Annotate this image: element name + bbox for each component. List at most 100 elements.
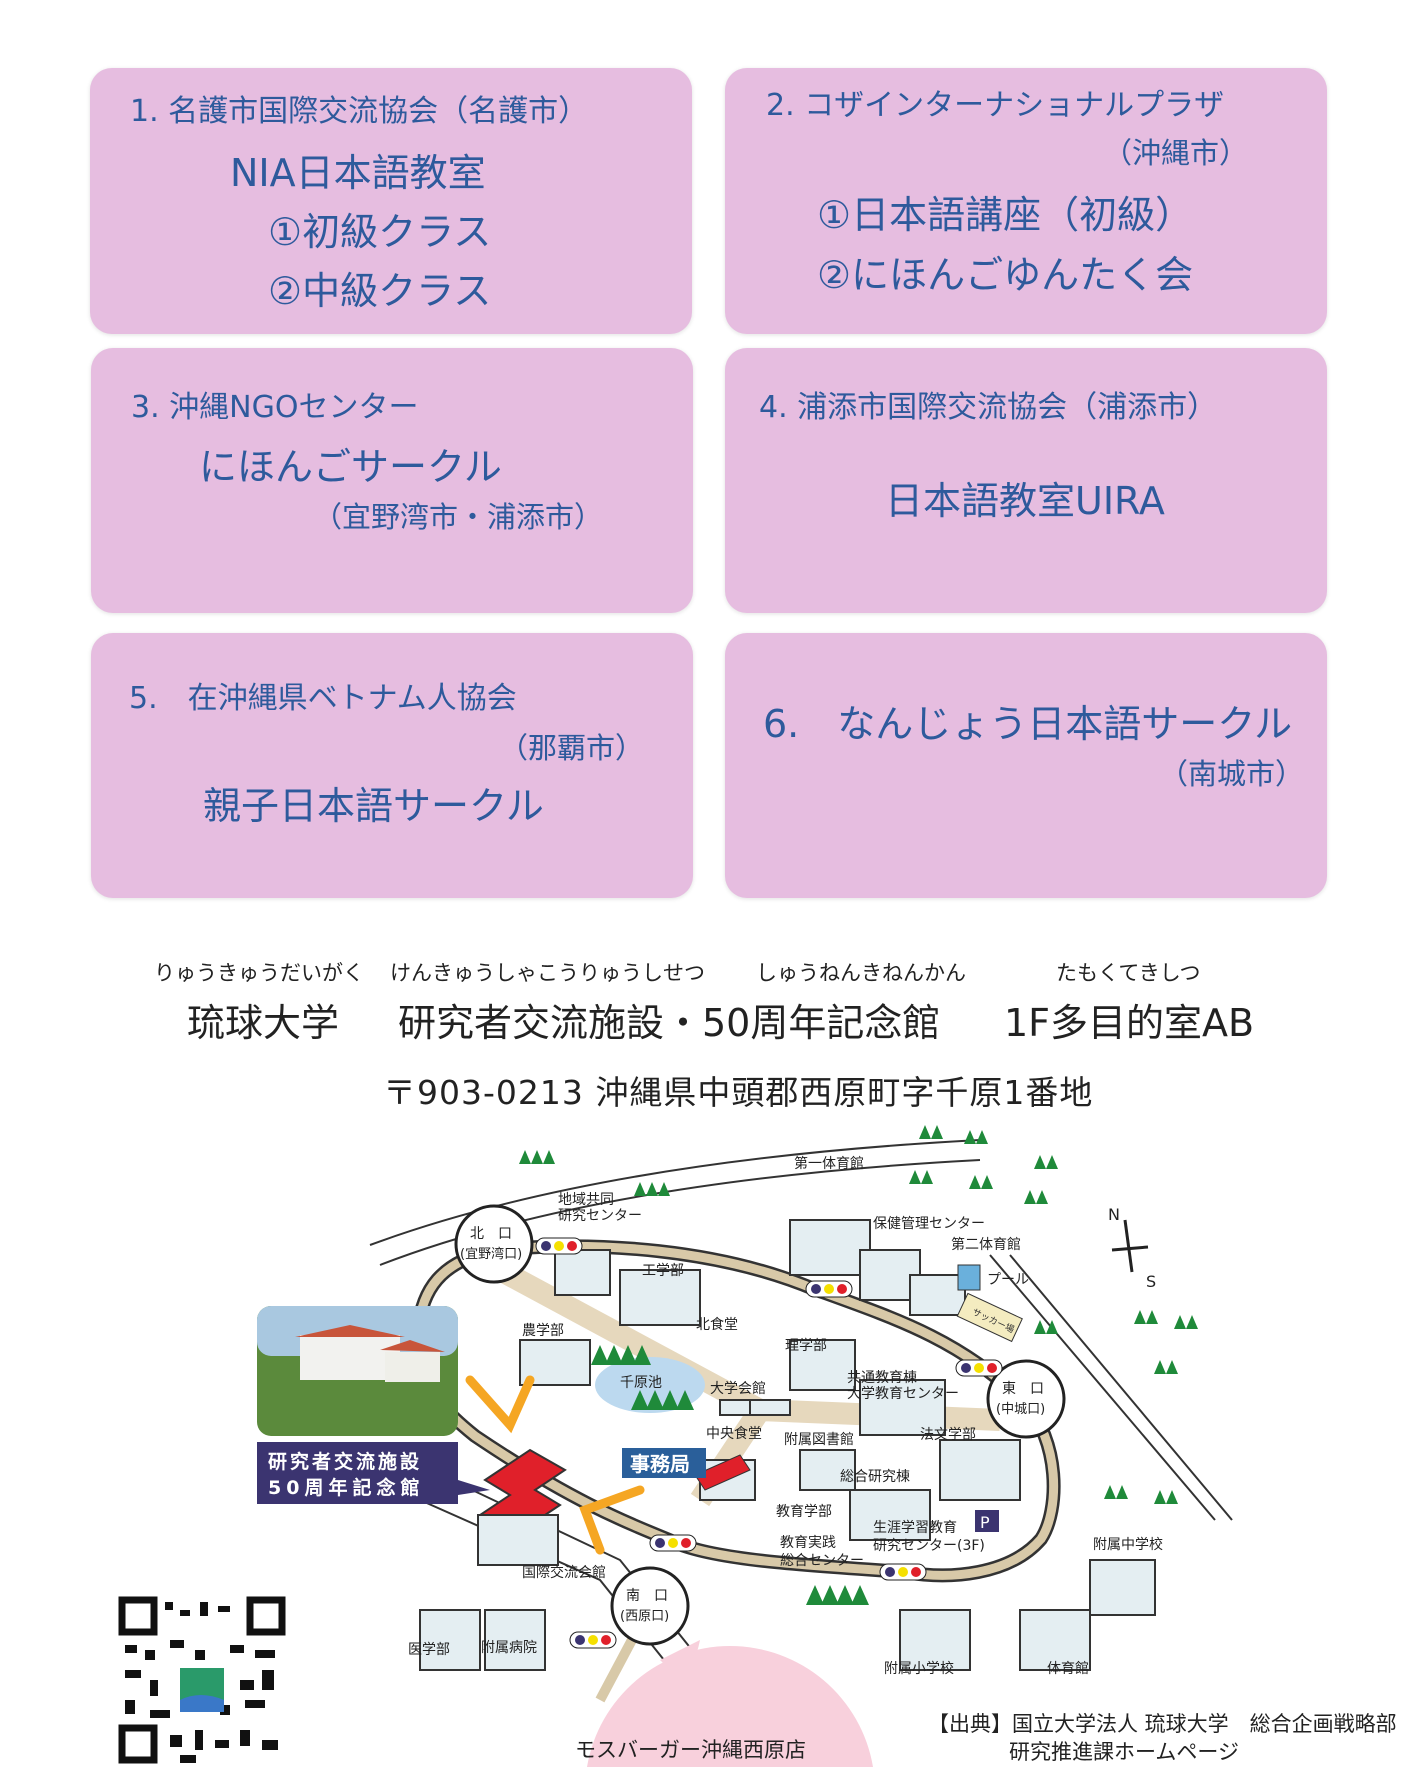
venue-room: 1F多目的室AB (1004, 1001, 1255, 1045)
parking-label: P (980, 1513, 990, 1532)
map-label: プール (987, 1272, 1029, 1288)
map-label: 国際交流会館 (522, 1564, 606, 1581)
map-label: 北食堂 (696, 1316, 738, 1333)
highlight-label: 研究者交流施設 (268, 1450, 422, 1473)
card-2: 2. コザインターナショナルプラザ （沖縄市） ①日本語講座（初級） ②にほんご… (725, 68, 1327, 334)
card-line: 親子日本語サークル (203, 784, 544, 828)
gate-south: 南 口 (西原口) (610, 1566, 690, 1646)
gate-name: 南 口 (626, 1588, 668, 1604)
highlight-label: 50周年記念館 (268, 1476, 424, 1499)
credit-line-2: 研究推進課ホームページ (1009, 1740, 1239, 1764)
gate-east: 東 口 (中城口) (986, 1359, 1066, 1439)
furigana: たもくてきしつ (1056, 961, 1201, 985)
buildings (419, 1219, 1156, 1671)
gate-name: 東 口 (1002, 1381, 1044, 1397)
nearby-label: モスバーガー沖縄西原店 (575, 1738, 806, 1762)
card-heading: 5. 在沖縄県ベトナム人協会 (129, 681, 517, 716)
card-1: 1. 名護市国際交流協会（名護市） NIA日本語教室 ①初級クラス ②中級クラス (90, 68, 692, 334)
arrow-icon (579, 1485, 645, 1555)
card-heading: 2. コザインターナショナルプラザ (766, 88, 1225, 123)
speech-bubble-body (587, 1646, 873, 1767)
card-line: ②中級クラス (268, 269, 492, 313)
gate-north: 北 口 (宜野湾口) (454, 1204, 534, 1284)
target-building (478, 1448, 567, 1537)
card-3: 3. 沖縄NGOセンター にほんごサークル （宜野湾市・浦添市） (91, 348, 693, 613)
card-5: 5. 在沖縄県ベトナム人協会 （那覇市） 親子日本語サークル (91, 633, 693, 898)
card-city: （南城市） (1159, 757, 1305, 791)
card-city: （那覇市） (499, 731, 645, 765)
office-label: 事務局 (630, 1452, 690, 1476)
map-label: 研究センター(3F) (873, 1538, 985, 1554)
venue-building: 研究者交流施設・50周年記念館 (398, 1001, 941, 1045)
pool (957, 1264, 981, 1291)
map-label: 千原池 (620, 1375, 662, 1391)
map-labels: 第一体育館 保健管理センター 第二体育館 プール 地域共同 研究センター 工学部… (408, 1155, 1163, 1677)
venue-university: 琉球大学 (187, 1001, 340, 1045)
gate-sub: (中城口) (996, 1402, 1045, 1417)
highlight-label-pointer (458, 1480, 490, 1495)
credit-line-1: 【出典】国立大学法人 琉球大学 総合企画戦略部 (928, 1712, 1397, 1736)
gate-name: 北 口 (470, 1226, 512, 1242)
map-label: 農学部 (522, 1323, 564, 1339)
card-heading: 3. 沖縄NGOセンター (131, 390, 419, 425)
map-label: 中央食堂 (706, 1425, 762, 1442)
card-city: （沖縄市） (1103, 136, 1249, 170)
tree-icon (519, 1125, 1198, 1605)
card-line: ①初級クラス (268, 210, 492, 254)
gate-sub: (西原口) (620, 1609, 669, 1624)
card-heading: 4. 浦添市国際交流協会（浦添市） (759, 390, 1218, 425)
map-label: 研究センター (558, 1208, 642, 1224)
map-label: 第一体育館 (794, 1155, 864, 1172)
card-6: 6. なんじょう日本語サークル （南城市） (725, 633, 1327, 898)
map-label: 体育館 (1047, 1660, 1089, 1677)
building-photo (257, 1306, 458, 1436)
card-4: 4. 浦添市国際交流協会（浦添市） 日本語教室UIRA (725, 348, 1327, 613)
map-label: 教育実践 (780, 1535, 836, 1551)
highlight-label-bg (257, 1442, 458, 1504)
office-building (694, 1454, 751, 1491)
map-label: 医学部 (408, 1642, 450, 1658)
map-label: 生涯学習教育 (873, 1520, 957, 1536)
card-heading: 6. なんじょう日本語サークル (763, 702, 1293, 746)
address: 〒903-0213 沖縄県中頭郡西原町字千原1番地 (383, 1073, 1094, 1112)
outer-road (369, 1139, 981, 1266)
map-label: 保健管理センター (873, 1216, 985, 1232)
map-label: 法文学部 (920, 1427, 976, 1443)
map-label: 附属中学校 (1093, 1536, 1163, 1553)
office-label-bg (622, 1448, 706, 1478)
compass-n: N (1108, 1205, 1120, 1224)
card-line: 日本語教室UIRA (885, 479, 1165, 523)
card-line: NIA日本語教室 (230, 151, 486, 195)
target-building-base (477, 1514, 559, 1566)
gate-sub: (宜野湾口) (460, 1246, 522, 1262)
qr-code (118, 1596, 286, 1767)
map-label: 附属図書館 (784, 1431, 854, 1448)
map-label: 地域共同 (558, 1192, 614, 1208)
map-label: 総合センター (780, 1553, 864, 1569)
furigana: りゅうきゅうだいがく (154, 961, 364, 985)
furigana: しゅうねんきねんかん (756, 961, 966, 985)
map-label: 共通教育棟 (847, 1370, 917, 1386)
furigana: けんきゅうしゃこうりゅうしせつ (390, 961, 705, 985)
card-line: ②にほんごゆんたく会 (817, 253, 1194, 297)
arrow-icon (465, 1375, 535, 1434)
map-label: 教育学部 (776, 1504, 832, 1520)
map-label: 大学会館 (710, 1380, 766, 1397)
card-line: にほんごサークル (199, 445, 502, 489)
soccer-field (956, 1292, 1023, 1343)
compass-s: S (1146, 1272, 1156, 1291)
map-label: 総合研究棟 (840, 1469, 910, 1485)
parking (975, 1510, 999, 1532)
pond (595, 1357, 705, 1413)
map-label: 第二体育館 (951, 1236, 1021, 1253)
card-city: （宜野湾市・浦添市） (313, 500, 604, 534)
map-label: 附属病院 (481, 1640, 537, 1656)
card-line: ①日本語講座（初級） (817, 193, 1194, 237)
outer-road (989, 1254, 1233, 1521)
map-label: 理学部 (785, 1338, 827, 1354)
map-label: 附属小学校 (884, 1660, 954, 1677)
traffic-light-icon (535, 1237, 1003, 1649)
map-label: 大学教育センター (847, 1386, 959, 1402)
card-heading: 1. 名護市国際交流協会（名護市） (130, 94, 589, 129)
